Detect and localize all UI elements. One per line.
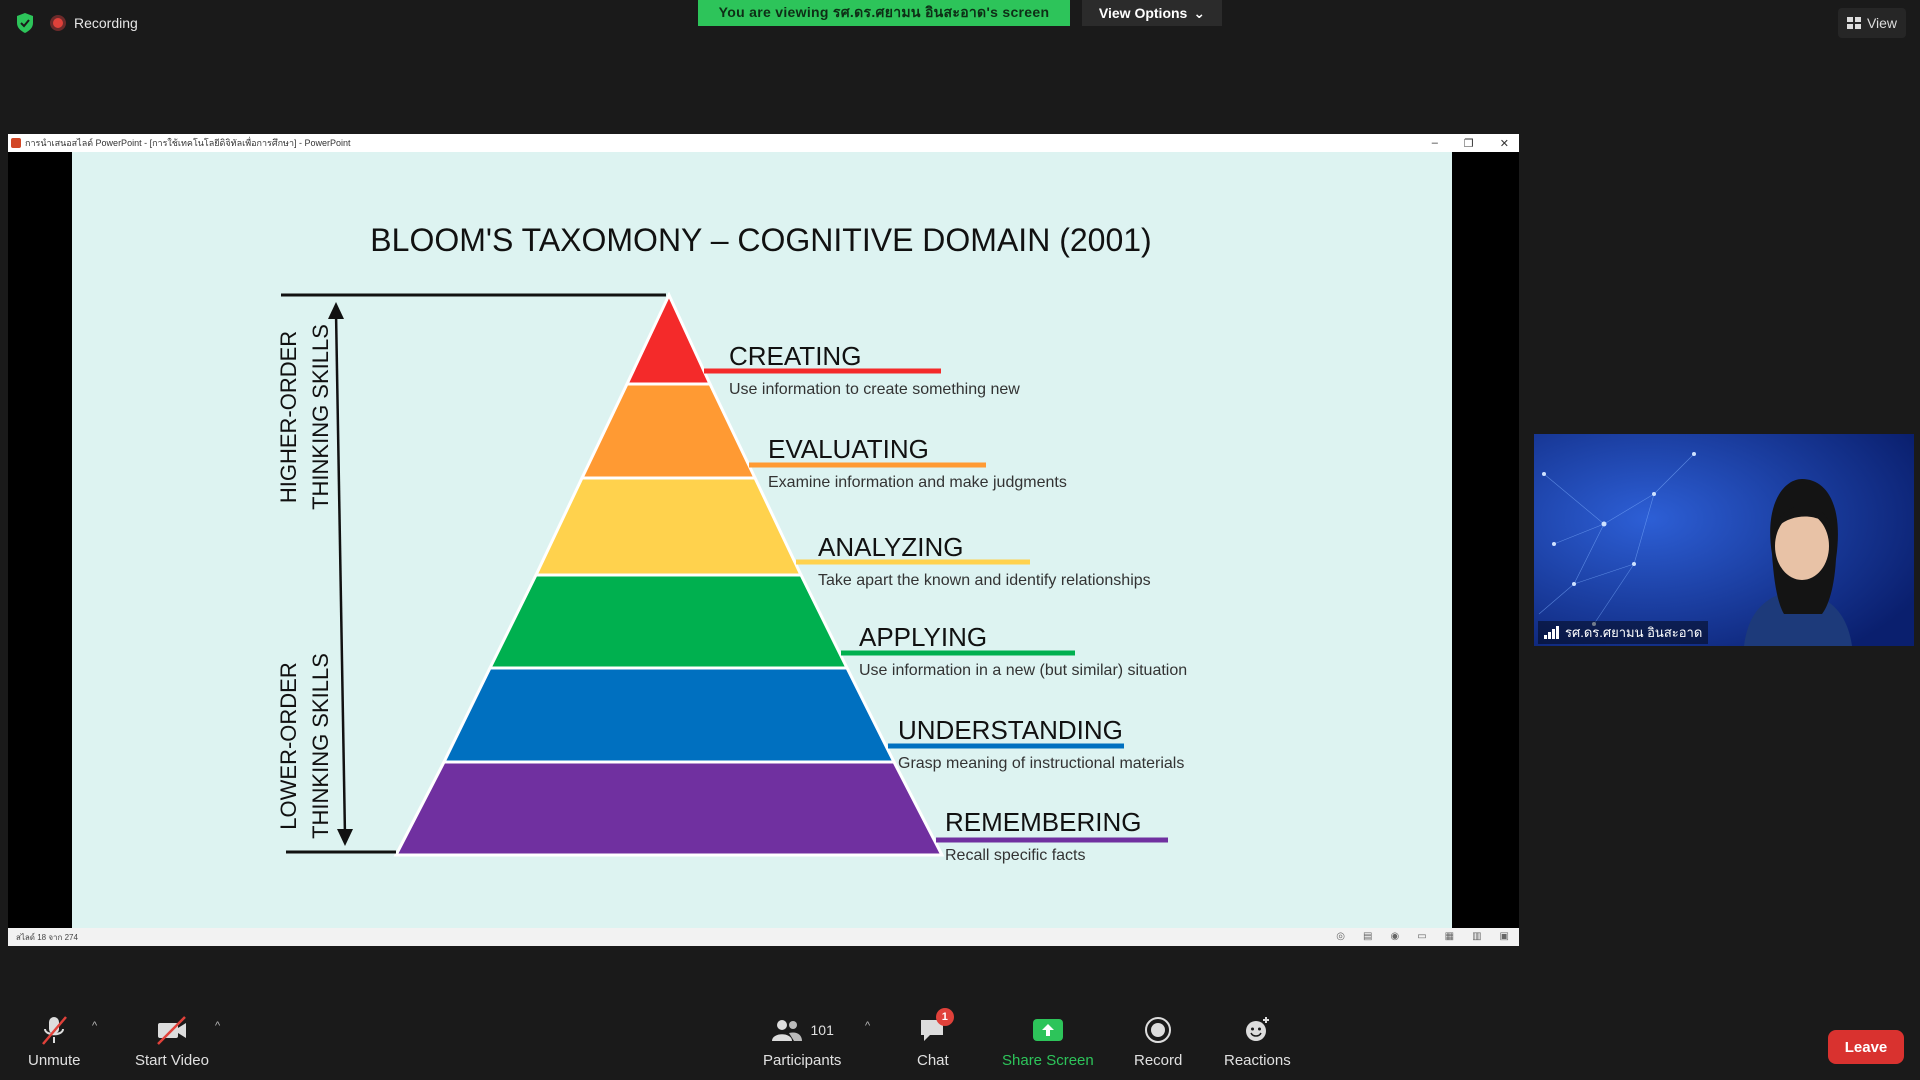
level-analyzing-layer [533, 476, 804, 577]
recording-indicator[interactable]: Recording [50, 15, 138, 31]
lower-order-label-2: THINKING SKILLS [308, 653, 333, 839]
muted-mic-icon [42, 1016, 68, 1045]
level-desc: Examine information and make judgments [768, 474, 1067, 491]
record-button[interactable]: Record [1134, 1014, 1182, 1069]
level-evaluating-layer [579, 382, 758, 480]
reactions-label: Reactions [1224, 1052, 1291, 1069]
accessibility-icon[interactable]: ◎ [1336, 931, 1345, 942]
level-applying-layer [487, 573, 850, 670]
leave-button[interactable]: Leave [1828, 1030, 1904, 1064]
view-button[interactable]: View [1838, 8, 1906, 38]
viewing-banner: You are viewing รศ.ดร.ศยามน อินสะอาด's s… [698, 0, 1070, 26]
window-controls: – ❐ ✕ [1432, 134, 1509, 152]
level-name: EVALUATING [768, 434, 929, 464]
video-off-icon [157, 1016, 186, 1045]
pyramid [393, 291, 945, 857]
skill-range-arrow [281, 293, 666, 854]
share-screen-icon [1032, 1019, 1063, 1041]
statusbar-icons: ◎ ▤ ◉ ▭ ▦ ▥ ▣ [1336, 931, 1509, 942]
signal-icon [1544, 626, 1559, 639]
meeting-status: Recording [14, 12, 138, 34]
level-name: REMEMBERING [945, 807, 1141, 837]
chat-badge: 1 [935, 1008, 954, 1026]
participants-button[interactable]: 101 Participants [763, 1014, 841, 1069]
meeting-toolbar: Unmute ^ Start Video ^ 101 Participants … [0, 1000, 1920, 1080]
chevron-down-icon: ⌄ [1193, 4, 1206, 21]
participants-caret-icon[interactable]: ^ [865, 1020, 871, 1032]
play-icon[interactable]: ◉ [1390, 931, 1400, 942]
unmute-label: Unmute [28, 1052, 81, 1069]
higher-order-label-1: HIGHER-ORDER [276, 331, 301, 503]
slide-title: BLOOM'S TAXOMONY – COGNITIVE DOMAIN (200… [370, 222, 1151, 258]
record-dot-icon [50, 15, 66, 31]
participants-label: Participants [763, 1052, 842, 1069]
record-icon [1145, 1017, 1172, 1043]
share-screen-button[interactable]: Share Screen [1002, 1014, 1094, 1069]
audio-options-caret-icon[interactable]: ^ [92, 1020, 98, 1032]
view-label: View [1866, 15, 1898, 31]
video-options-caret-icon[interactable]: ^ [215, 1020, 221, 1032]
reading-view-icon[interactable]: ▥ [1472, 931, 1482, 942]
slide-canvas: BLOOM'S TAXOMONY – COGNITIVE DOMAIN (200… [276, 222, 1187, 864]
level-name: CREATING [729, 341, 861, 371]
level-underlines [704, 368, 1168, 843]
powerpoint-statusbar: สไลด์ 18 จาก 274 ◎ ▤ ◉ ▭ ▦ ▥ ▣ [8, 928, 1519, 946]
lower-order-label-1: LOWER-ORDER [276, 662, 301, 829]
start-video-label: Start Video [135, 1052, 209, 1069]
slide-sorter-icon[interactable]: ▦ [1444, 931, 1455, 942]
view-options-label: View Options [1098, 5, 1188, 21]
higher-order-label-2: THINKING SKILLS [308, 324, 333, 510]
normal-view-icon[interactable]: ▭ [1417, 931, 1427, 942]
reactions-icon [1246, 1017, 1270, 1041]
chat-label: Chat [917, 1052, 949, 1069]
level-desc: Grasp meaning of instructional materials [898, 755, 1184, 772]
minimize-icon[interactable]: – [1431, 137, 1438, 149]
recording-label: Recording [74, 15, 138, 31]
reactions-button[interactable]: Reactions [1224, 1014, 1291, 1069]
notes-icon[interactable]: ▤ [1363, 931, 1373, 942]
powerpoint-icon [11, 138, 21, 148]
participant-name: รศ.ดร.ศยามน อินสะอาด [1565, 625, 1703, 640]
close-icon[interactable]: ✕ [1499, 137, 1509, 150]
video-feed [1534, 434, 1914, 646]
level-understanding-layer [441, 666, 897, 764]
chat-icon [920, 1020, 943, 1041]
slideshow-icon[interactable]: ▣ [1499, 931, 1509, 942]
share-screen-label: Share Screen [1002, 1052, 1094, 1069]
level-desc: Recall specific facts [945, 847, 1086, 864]
chat-button[interactable]: 1 Chat [917, 1008, 954, 1069]
participant-name-tag: รศ.ดร.ศยามน อินสะอาด [1538, 621, 1709, 644]
level-name: UNDERSTANDING [898, 715, 1123, 745]
window-title: การนำเสนอสไลด์ PowerPoint - [การใช้เทคโน… [25, 138, 351, 148]
level-desc: Use information in a new (but similar) s… [859, 662, 1187, 679]
grid-icon [1846, 17, 1861, 29]
level-desc: Use information to create something new [729, 381, 1020, 398]
view-options-button[interactable]: View Options ⌄ [1082, 0, 1222, 26]
slide: BLOOM'S TAXOMONY – COGNITIVE DOMAIN (200… [72, 152, 1452, 928]
restore-icon[interactable]: ❐ [1463, 137, 1474, 150]
record-label: Record [1134, 1052, 1183, 1069]
participants-count: 101 [810, 1022, 834, 1038]
level-name: APPLYING [859, 622, 987, 652]
start-video-button[interactable]: Start Video [135, 1014, 209, 1069]
level-name: ANALYZING [818, 532, 963, 562]
participants-icon [771, 1020, 802, 1041]
level-desc: Take apart the known and identify relati… [818, 572, 1151, 589]
level-remembering-layer [393, 760, 945, 857]
unmute-button[interactable]: Unmute [28, 1014, 81, 1069]
level-creating-layer [624, 291, 713, 386]
participant-video[interactable]: รศ.ดร.ศยามน อินสะอาด [1534, 434, 1914, 646]
shared-screen: การนำเสนอสไลด์ PowerPoint - [การใช้เทคโน… [8, 134, 1519, 946]
shield-icon[interactable] [14, 12, 36, 34]
powerpoint-titlebar: การนำเสนอสไลด์ PowerPoint - [การใช้เทคโน… [8, 134, 1519, 152]
slide-counter: สไลด์ 18 จาก 274 [16, 932, 78, 942]
